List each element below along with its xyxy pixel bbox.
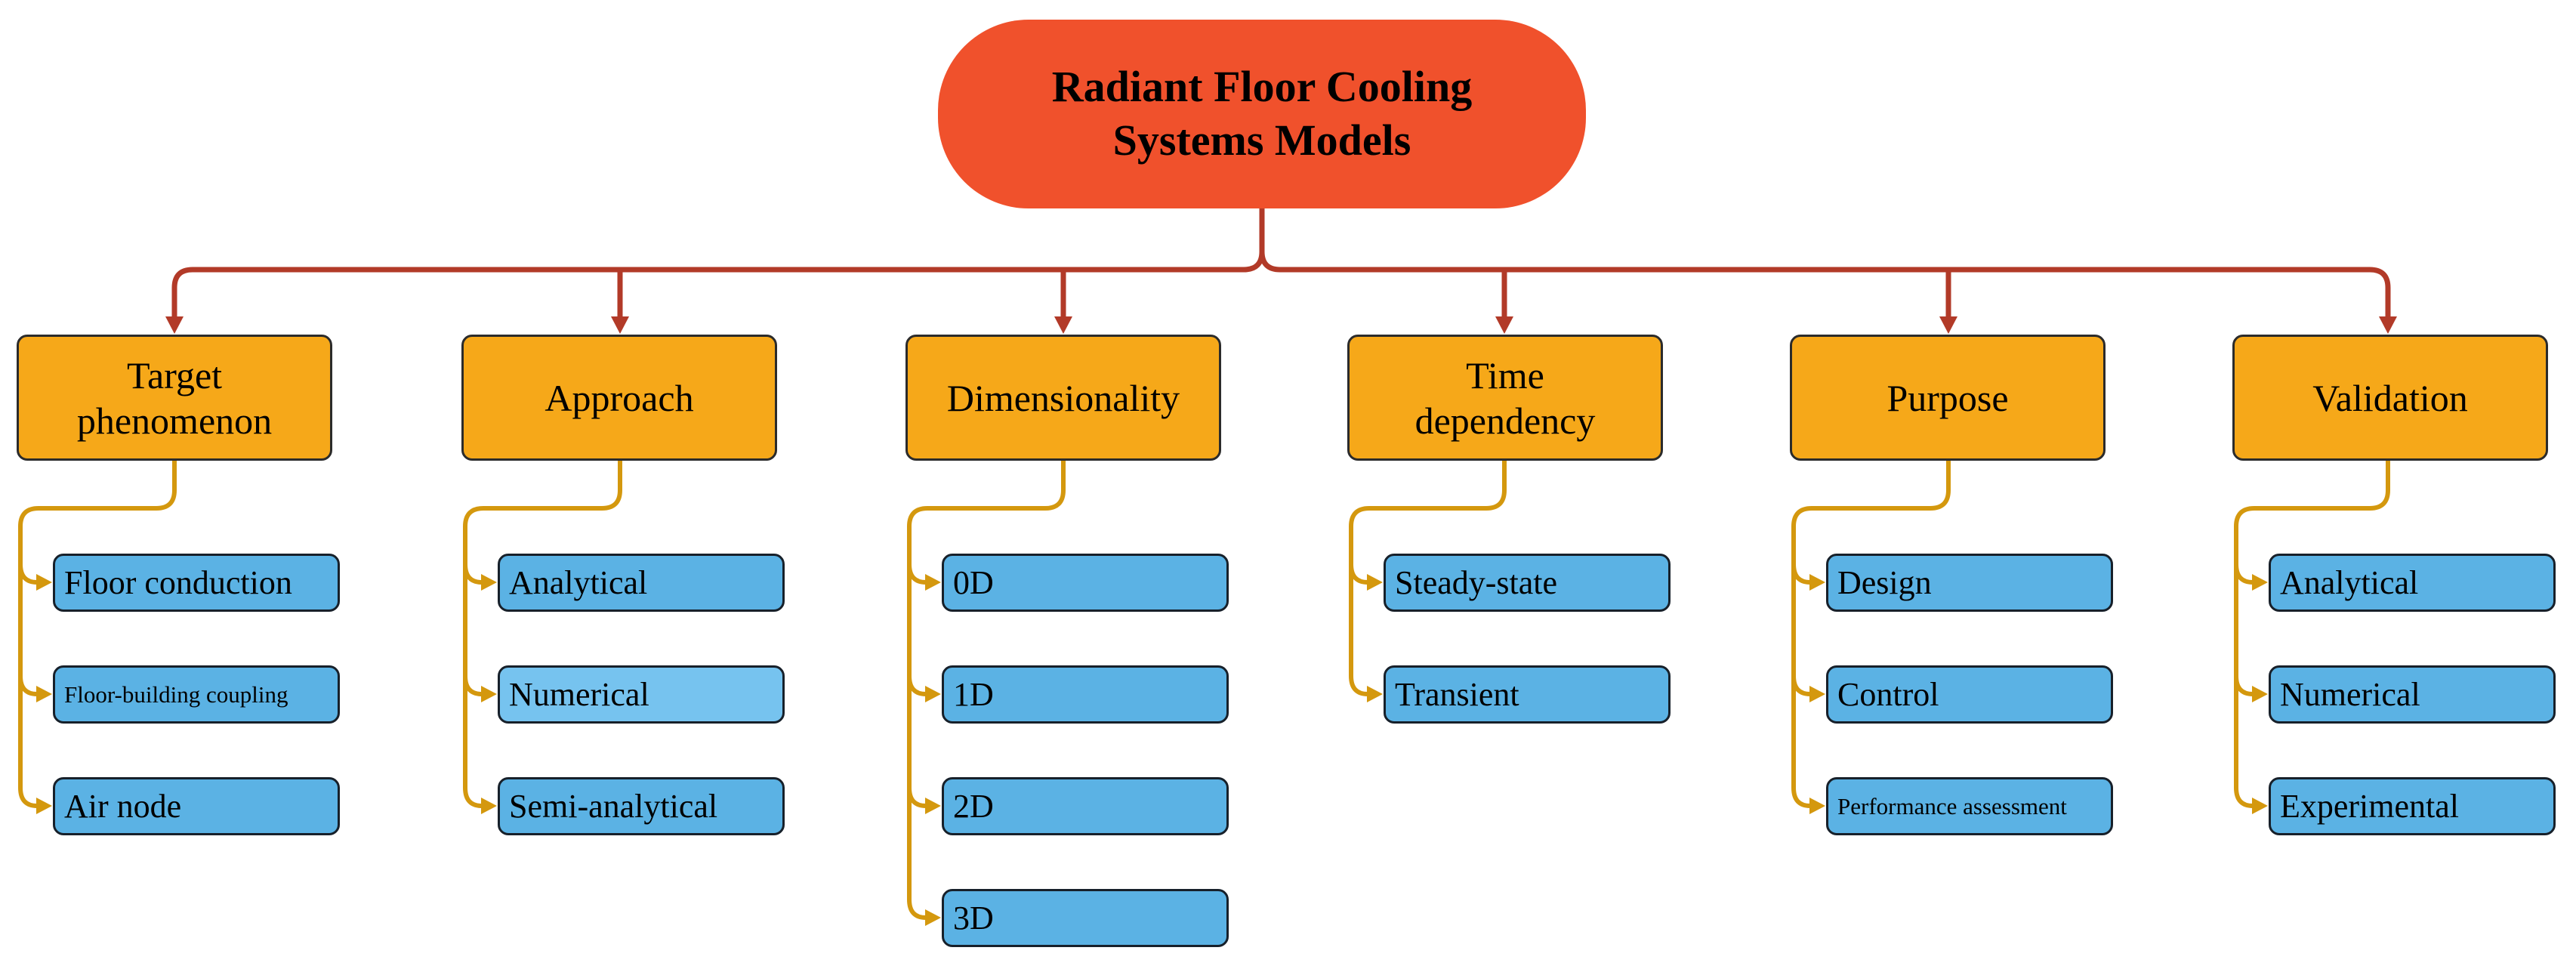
branch-node-time-dependency: Time dependency (1347, 335, 1663, 461)
branch-arrowhead-icon (1367, 574, 1383, 591)
leaf-label: Semi-analytical (509, 788, 718, 825)
branch-label: Validation (2312, 376, 2468, 419)
trunk-arrowhead-icon (2379, 316, 2397, 334)
branch-rail-dimensionality (907, 458, 1066, 920)
leaf-node-floor-conduction: Floor conduction (53, 554, 340, 612)
leaf-label: Numerical (509, 676, 649, 713)
branch-rail-target-phenomenon (18, 458, 177, 808)
leaf-node-control: Control (1826, 665, 2113, 724)
leaf-label: Experimental (2280, 788, 2460, 825)
branch-arrowhead-icon (1809, 574, 1825, 591)
branch-arrowhead-icon (925, 686, 941, 702)
trunk-connector-right (1259, 208, 2391, 319)
leaf-label: Control (1837, 676, 1939, 713)
branch-node-validation: Validation (2232, 335, 2548, 461)
leaf-label: Numerical (2280, 676, 2420, 713)
leaf-node-floor-building-coupling: Floor-building coupling (53, 665, 340, 724)
leaf-node-numerical-approach: Numerical (498, 665, 785, 724)
leaf-node-2d: 2D (942, 777, 1229, 835)
branch-rail-validation (2234, 458, 2390, 808)
branch-arrowhead-icon (925, 574, 941, 591)
root-label: Radiant Floor Cooling Systems Models (1051, 62, 1473, 165)
leaf-label: 2D (953, 788, 994, 825)
branch-arrowhead-icon (1809, 686, 1825, 702)
leaf-node-0d: 0D (942, 554, 1229, 612)
leaf-label: 0D (953, 564, 994, 601)
leaf-node-analytical-approach: Analytical (498, 554, 785, 612)
trunk-arrowhead-icon (1939, 316, 1957, 334)
leaf-label: Analytical (2280, 564, 2419, 601)
branch-arrowhead-icon (1809, 798, 1825, 814)
trunk-connector-left (171, 208, 1265, 319)
branch-arrowhead-icon (481, 686, 497, 702)
root-node: Radiant Floor Cooling Systems Models (938, 20, 1586, 208)
leaf-label: Analytical (509, 564, 648, 601)
leaf-node-air-node: Air node (53, 777, 340, 835)
leaf-node-design: Design (1826, 554, 2113, 612)
branch-label: Approach (545, 376, 694, 419)
leaf-node-3d: 3D (942, 889, 1229, 947)
branch-arrowhead-icon (925, 798, 941, 814)
leaf-label: Steady-state (1395, 564, 1558, 601)
leaf-node-performance-assessment: Performance assessment (1826, 777, 2113, 835)
branch-arrowhead-icon (2252, 798, 2268, 814)
leaf-label: Air node (64, 788, 182, 825)
branch-label: Purpose (1886, 376, 2009, 419)
branch-rail-time-dependency (1349, 458, 1507, 696)
leaf-node-1d: 1D (942, 665, 1229, 724)
leaf-node-semi-analytical: Semi-analytical (498, 777, 785, 835)
trunk-arrowhead-icon (1495, 316, 1513, 334)
branch-node-purpose: Purpose (1790, 335, 2106, 461)
branch-label: Dimensionality (946, 376, 1180, 419)
leaf-node-analytical-validation: Analytical (2269, 554, 2556, 612)
branch-arrowhead-icon (1367, 686, 1383, 702)
leaf-label: 1D (953, 676, 994, 713)
leaf-label: Floor conduction (64, 564, 292, 601)
trunk-arrowhead-icon (165, 316, 184, 334)
branch-rail-purpose (1791, 458, 1951, 808)
branch-arrowhead-icon (36, 574, 52, 591)
leaf-label: Floor-building coupling (64, 680, 288, 708)
branch-node-dimensionality: Dimensionality (905, 335, 1221, 461)
branch-node-approach: Approach (461, 335, 777, 461)
leaf-node-steady-state: Steady-state (1384, 554, 1671, 612)
trunk-arrowhead-icon (611, 316, 629, 334)
branch-arrowhead-icon (36, 686, 52, 702)
branch-arrowhead-icon (2252, 686, 2268, 702)
leaf-label: Performance assessment (1837, 792, 2067, 819)
branch-arrowhead-icon (2252, 574, 2268, 591)
branch-label: Time dependency (1414, 353, 1596, 442)
branch-node-target-phenomenon: Target phenomenon (17, 335, 332, 461)
leaf-node-experimental: Experimental (2269, 777, 2556, 835)
leaf-label: Transient (1395, 676, 1519, 713)
leaf-node-numerical-validation: Numerical (2269, 665, 2556, 724)
branch-arrowhead-icon (36, 798, 52, 814)
leaf-label: Design (1837, 564, 1932, 601)
trunk-arrowhead-icon (1054, 316, 1072, 334)
branch-arrowhead-icon (925, 909, 941, 926)
branch-arrowhead-icon (481, 574, 497, 591)
leaf-label: 3D (953, 900, 994, 937)
branch-label: Target phenomenon (76, 353, 273, 442)
leaf-node-transient: Transient (1384, 665, 1671, 724)
branch-rail-approach (463, 458, 622, 808)
branch-arrowhead-icon (481, 798, 497, 814)
